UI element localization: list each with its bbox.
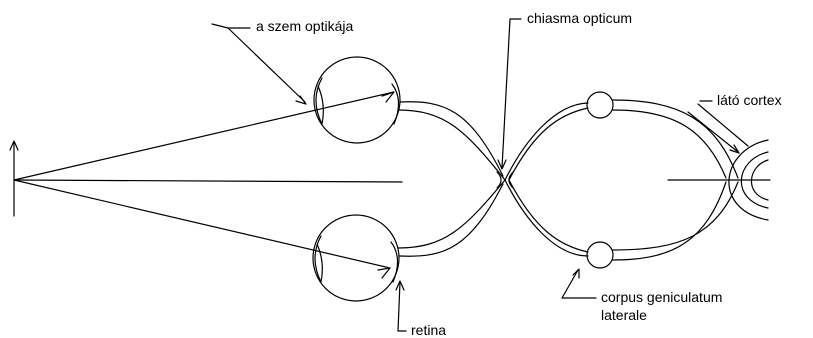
- ray-to-upper-eye: [13, 91, 395, 181]
- optic-radiations: [612, 99, 739, 261]
- optic-tracts: [504, 102, 589, 257]
- optic-nerves: [397, 101, 506, 257]
- leader-chiasma: [497, 18, 522, 170]
- label-retina: retina: [411, 322, 447, 338]
- optical-axis: [13, 179, 403, 183]
- label-corpus-geniculatum: corpus geniculatum: [601, 289, 723, 305]
- upper-geniculate-body: [586, 91, 614, 119]
- label-chiasma-opticum: chiasma opticum: [527, 10, 633, 26]
- label-eye-optics: a szem optikája: [256, 18, 354, 34]
- upper-eyeball: [313, 56, 401, 144]
- leader-optics: [211, 23, 307, 105]
- leader-cortex: [687, 100, 749, 154]
- leader-retina: [395, 280, 407, 332]
- upper-retina-ray-tip: [381, 91, 395, 103]
- object-arrow: [9, 140, 19, 217]
- lower-eyeball: [312, 214, 400, 302]
- label-laterale: laterale: [601, 307, 647, 323]
- leader-geniculate: [561, 268, 597, 299]
- lower-retina-ray-tip: [377, 267, 391, 279]
- visual-cortex: [667, 139, 771, 221]
- lower-geniculate-body: [586, 241, 614, 269]
- ray-to-lower-eye: [13, 179, 391, 269]
- label-visual-cortex: látó cortex: [717, 92, 782, 108]
